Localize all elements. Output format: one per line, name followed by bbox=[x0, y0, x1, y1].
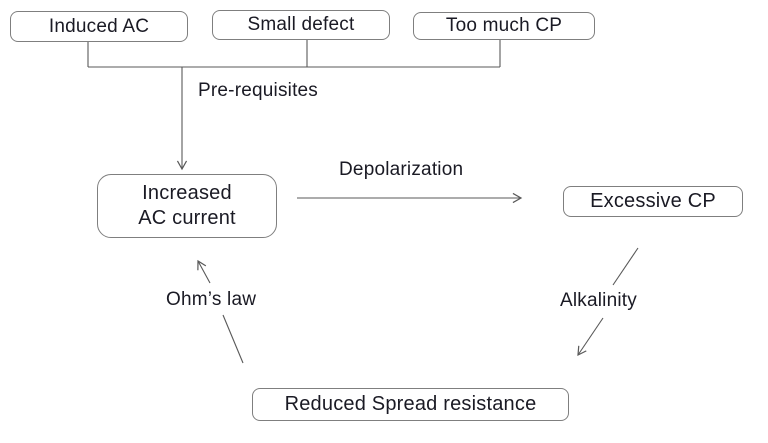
arrow-ohms-law-lower-segment bbox=[222, 314, 244, 364]
node-label-reduced-spread-resistance: Reduced Spread resistance bbox=[284, 393, 537, 415]
node-induced-ac: Induced AC bbox=[10, 11, 188, 42]
node-label-too-much-cp: Too much CP bbox=[445, 15, 563, 36]
edge-label-alkalinity: Alkalinity bbox=[560, 290, 637, 311]
prerequisites-bracket bbox=[87, 40, 501, 68]
node-increased-ac-current: Increased AC current bbox=[97, 174, 277, 238]
node-small-defect: Small defect bbox=[212, 10, 390, 40]
node-label-induced-ac: Induced AC bbox=[48, 15, 150, 37]
edge-label-ohms-law: Ohm’s law bbox=[166, 289, 257, 310]
edge-label-prerequisites: Pre-requisites bbox=[198, 80, 319, 101]
node-too-much-cp: Too much CP bbox=[413, 12, 595, 40]
node-label-excessive-cp: Excessive CP bbox=[590, 190, 716, 212]
arrow-alkalinity-lower-segment bbox=[577, 317, 604, 357]
node-reduced-spread-resistance: Reduced Spread resistance bbox=[252, 388, 569, 421]
arrow-ohms-law-upper-segment bbox=[197, 259, 211, 284]
node-label-small-defect: Small defect bbox=[247, 14, 355, 35]
node-excessive-cp: Excessive CP bbox=[563, 186, 743, 217]
arrow-alkalinity-upper-segment bbox=[612, 247, 639, 286]
node-label-increased-ac-current: Increased AC current bbox=[138, 182, 236, 229]
edge-label-depolarization: Depolarization bbox=[339, 159, 464, 180]
